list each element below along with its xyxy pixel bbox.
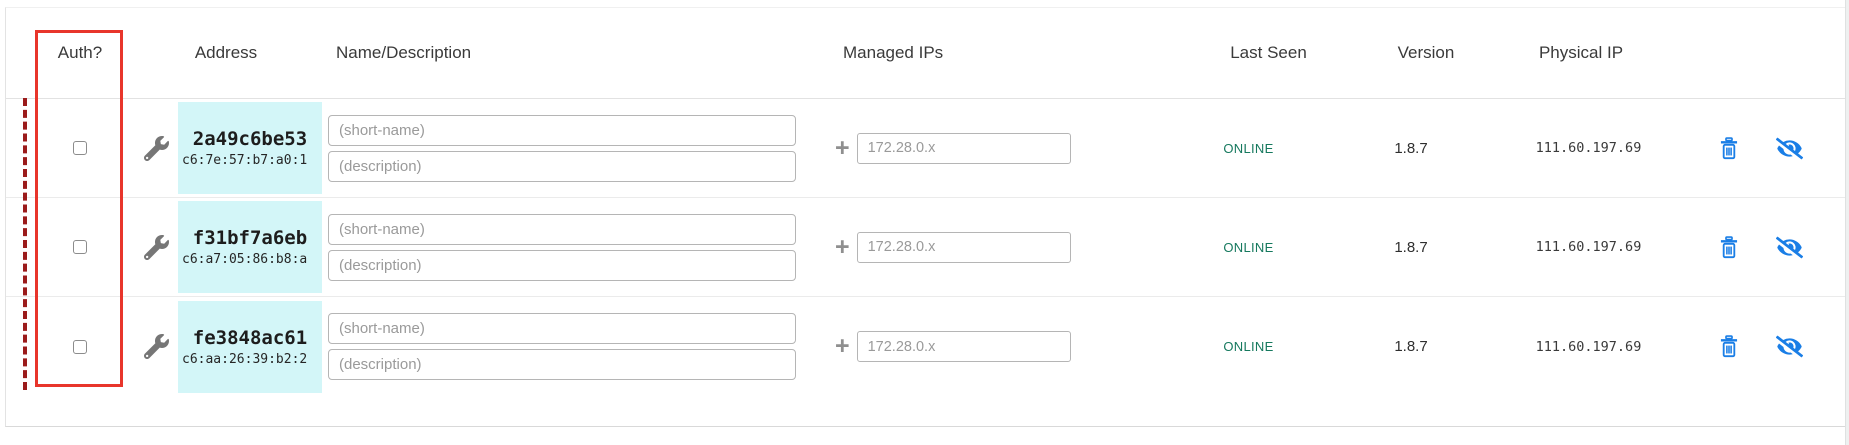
auth-cell bbox=[6, 297, 126, 396]
name-description-cell bbox=[326, 297, 821, 396]
scrollbar[interactable] bbox=[1845, 0, 1849, 445]
member-address: fe3848ac61 bbox=[192, 326, 308, 349]
name-description-cell bbox=[326, 99, 821, 197]
member-row: 2a49c6be53 c6:7e:57:b7:a0:1 + ONLINE 1.8… bbox=[6, 99, 1849, 198]
description-input[interactable] bbox=[328, 349, 796, 380]
auth-cell bbox=[6, 198, 126, 296]
version-cell: 1.8.7 bbox=[1394, 139, 1428, 157]
member-mac: c6:a7:05:86:b8:a bbox=[182, 252, 308, 267]
managed-ips-cell: + bbox=[821, 198, 1186, 296]
hide-member-eye-slash-icon[interactable] bbox=[1776, 236, 1803, 259]
column-header-name: Name/Description bbox=[336, 43, 472, 62]
add-ip-plus-icon[interactable]: + bbox=[835, 133, 850, 162]
add-ip-plus-icon[interactable]: + bbox=[835, 232, 850, 261]
physical-ip-cell: 111.60.197.69 bbox=[1535, 239, 1642, 255]
address-cell: fe3848ac61 c6:aa:26:39:b2:2 bbox=[126, 297, 326, 396]
column-header-version: Version bbox=[1397, 43, 1455, 62]
auth-checkbox[interactable] bbox=[73, 240, 87, 254]
table-header-row: Auth? Address Name/Description Managed I… bbox=[6, 8, 1849, 99]
column-header-managed-ips: Managed IPs bbox=[843, 43, 944, 62]
actions-cell bbox=[1706, 198, 1849, 296]
address-highlight-box: fe3848ac61 c6:aa:26:39:b2:2 bbox=[178, 300, 322, 393]
auth-cell bbox=[6, 99, 126, 197]
hide-member-eye-slash-icon[interactable] bbox=[1776, 137, 1803, 160]
actions-cell bbox=[1706, 99, 1849, 197]
status-badge: ONLINE bbox=[1223, 140, 1274, 156]
status-badge: ONLINE bbox=[1223, 239, 1274, 255]
column-header-actions bbox=[1706, 8, 1849, 98]
delete-member-icon[interactable] bbox=[1718, 136, 1740, 161]
address-cell: f31bf7a6eb c6:a7:05:86:b8:a bbox=[126, 198, 326, 296]
managed-ips-cell: + bbox=[821, 99, 1186, 197]
member-rows: 2a49c6be53 c6:7e:57:b7:a0:1 + ONLINE 1.8… bbox=[6, 99, 1849, 396]
managed-ip-input[interactable] bbox=[856, 132, 1071, 164]
short-name-input[interactable] bbox=[328, 213, 796, 245]
member-mac: c6:7e:57:b7:a0:1 bbox=[182, 153, 308, 168]
add-ip-plus-icon[interactable]: + bbox=[835, 332, 850, 360]
column-header-auth: Auth? bbox=[57, 43, 103, 62]
member-row: f31bf7a6eb c6:a7:05:86:b8:a + ONLINE 1.8… bbox=[6, 198, 1849, 297]
name-description-cell bbox=[326, 198, 821, 296]
description-input[interactable] bbox=[328, 249, 796, 281]
managed-ip-input[interactable] bbox=[856, 231, 1071, 263]
address-highlight-box: f31bf7a6eb c6:a7:05:86:b8:a bbox=[178, 201, 322, 293]
last-seen-cell: ONLINE bbox=[1186, 297, 1366, 396]
column-header-physical-ip: Physical IP bbox=[1538, 43, 1624, 62]
column-header-last-seen: Last Seen bbox=[1230, 43, 1307, 62]
last-seen-cell: ONLINE bbox=[1186, 99, 1366, 197]
member-mac: c6:aa:26:39:b2:2 bbox=[182, 351, 308, 367]
address-highlight-box: 2a49c6be53 c6:7e:57:b7:a0:1 bbox=[178, 102, 322, 194]
version-cell: 1.8.7 bbox=[1394, 338, 1428, 355]
physical-ip-cell: 111.60.197.69 bbox=[1535, 140, 1642, 156]
hide-member-eye-slash-icon[interactable] bbox=[1776, 335, 1803, 358]
wrench-icon bbox=[144, 135, 170, 161]
address-cell: 2a49c6be53 c6:7e:57:b7:a0:1 bbox=[126, 99, 326, 197]
actions-cell bbox=[1706, 297, 1849, 396]
column-header-address: Address bbox=[194, 43, 258, 62]
wrench-icon bbox=[144, 334, 170, 360]
member-row: fe3848ac61 c6:aa:26:39:b2:2 + ONLINE 1.8… bbox=[6, 297, 1849, 396]
members-table: Auth? Address Name/Description Managed I… bbox=[5, 7, 1849, 427]
status-badge: ONLINE bbox=[1223, 339, 1274, 354]
delete-member-icon[interactable] bbox=[1718, 334, 1740, 359]
wrench-icon bbox=[144, 234, 170, 260]
managed-ips-cell: + bbox=[821, 297, 1186, 396]
short-name-input[interactable] bbox=[328, 114, 796, 146]
member-address: f31bf7a6eb bbox=[192, 227, 308, 249]
version-cell: 1.8.7 bbox=[1394, 238, 1428, 256]
member-address: 2a49c6be53 bbox=[192, 128, 308, 150]
short-name-input[interactable] bbox=[328, 313, 796, 344]
last-seen-cell: ONLINE bbox=[1186, 198, 1366, 296]
managed-ip-input[interactable] bbox=[856, 331, 1071, 362]
auth-checkbox[interactable] bbox=[73, 141, 87, 155]
delete-member-icon[interactable] bbox=[1718, 235, 1740, 260]
description-input[interactable] bbox=[328, 150, 796, 182]
auth-checkbox[interactable] bbox=[73, 339, 87, 354]
physical-ip-cell: 111.60.197.69 bbox=[1535, 338, 1642, 355]
